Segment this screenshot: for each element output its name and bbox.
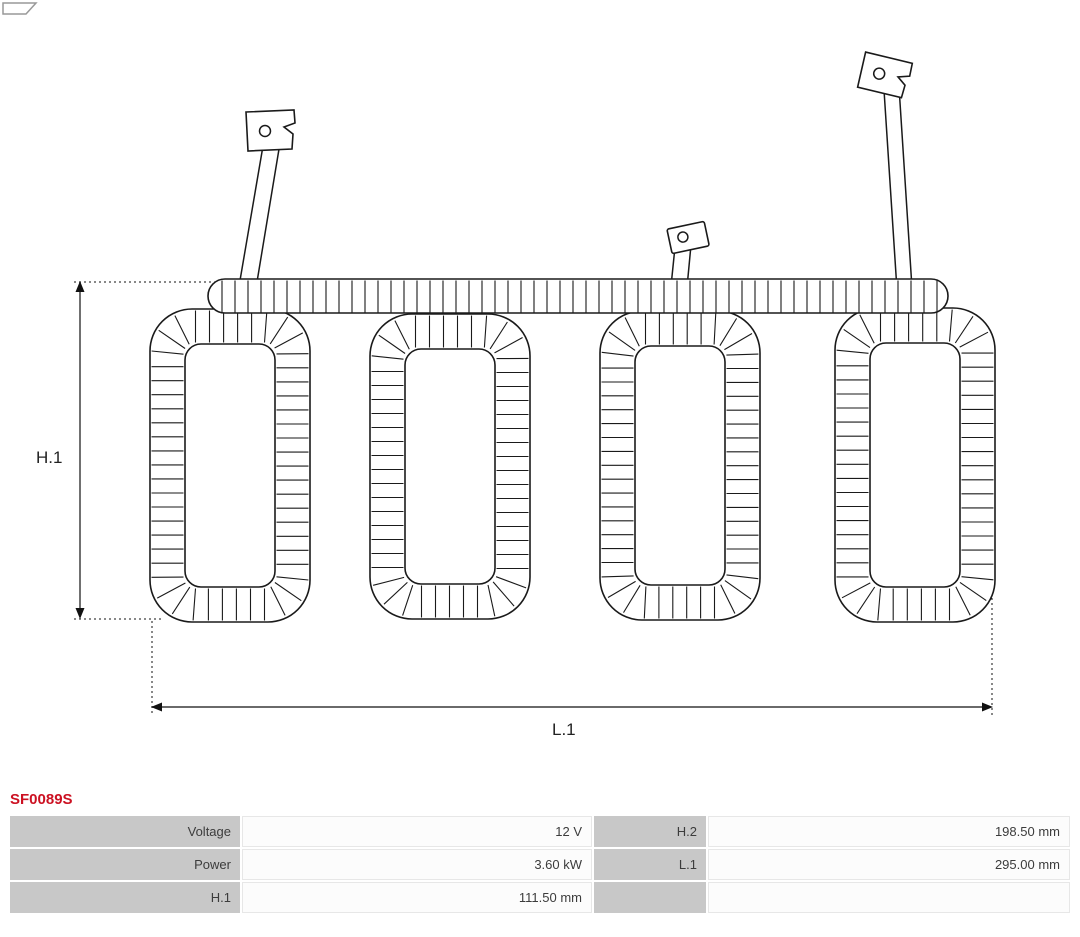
spec-row: Voltage 12 V H.2 198.50 mm (10, 816, 1070, 847)
product-code: SF0089S (10, 791, 73, 808)
dimension-label-l1: L.1 (552, 720, 576, 739)
spec-label: Power (10, 849, 240, 880)
dimension-label-h1: H.1 (36, 448, 62, 467)
spec-value: 198.50 mm (708, 816, 1070, 847)
spec-value: 3.60 kW (242, 849, 592, 880)
specs-table: Voltage 12 V H.2 198.50 mm Power 3.60 kW… (8, 814, 1072, 915)
spec-label (594, 882, 706, 913)
diagram-draw-layer (74, 51, 996, 716)
field-coil-diagram: H.1 L.1 (2, 2, 996, 739)
spec-value: 111.50 mm (242, 882, 592, 913)
spec-value: 12 V (242, 816, 592, 847)
field-coil-diagram-wrap: H.1 L.1 (2, 2, 996, 739)
logo-fragment-icon (2, 2, 38, 15)
spec-label: Voltage (10, 816, 240, 847)
spec-value: 295.00 mm (708, 849, 1070, 880)
spec-row: Power 3.60 kW L.1 295.00 mm (10, 849, 1070, 880)
spec-label: H.2 (594, 816, 706, 847)
spec-label: H.1 (10, 882, 240, 913)
spec-value (708, 882, 1070, 913)
spec-row: H.1 111.50 mm (10, 882, 1070, 913)
spec-label: L.1 (594, 849, 706, 880)
